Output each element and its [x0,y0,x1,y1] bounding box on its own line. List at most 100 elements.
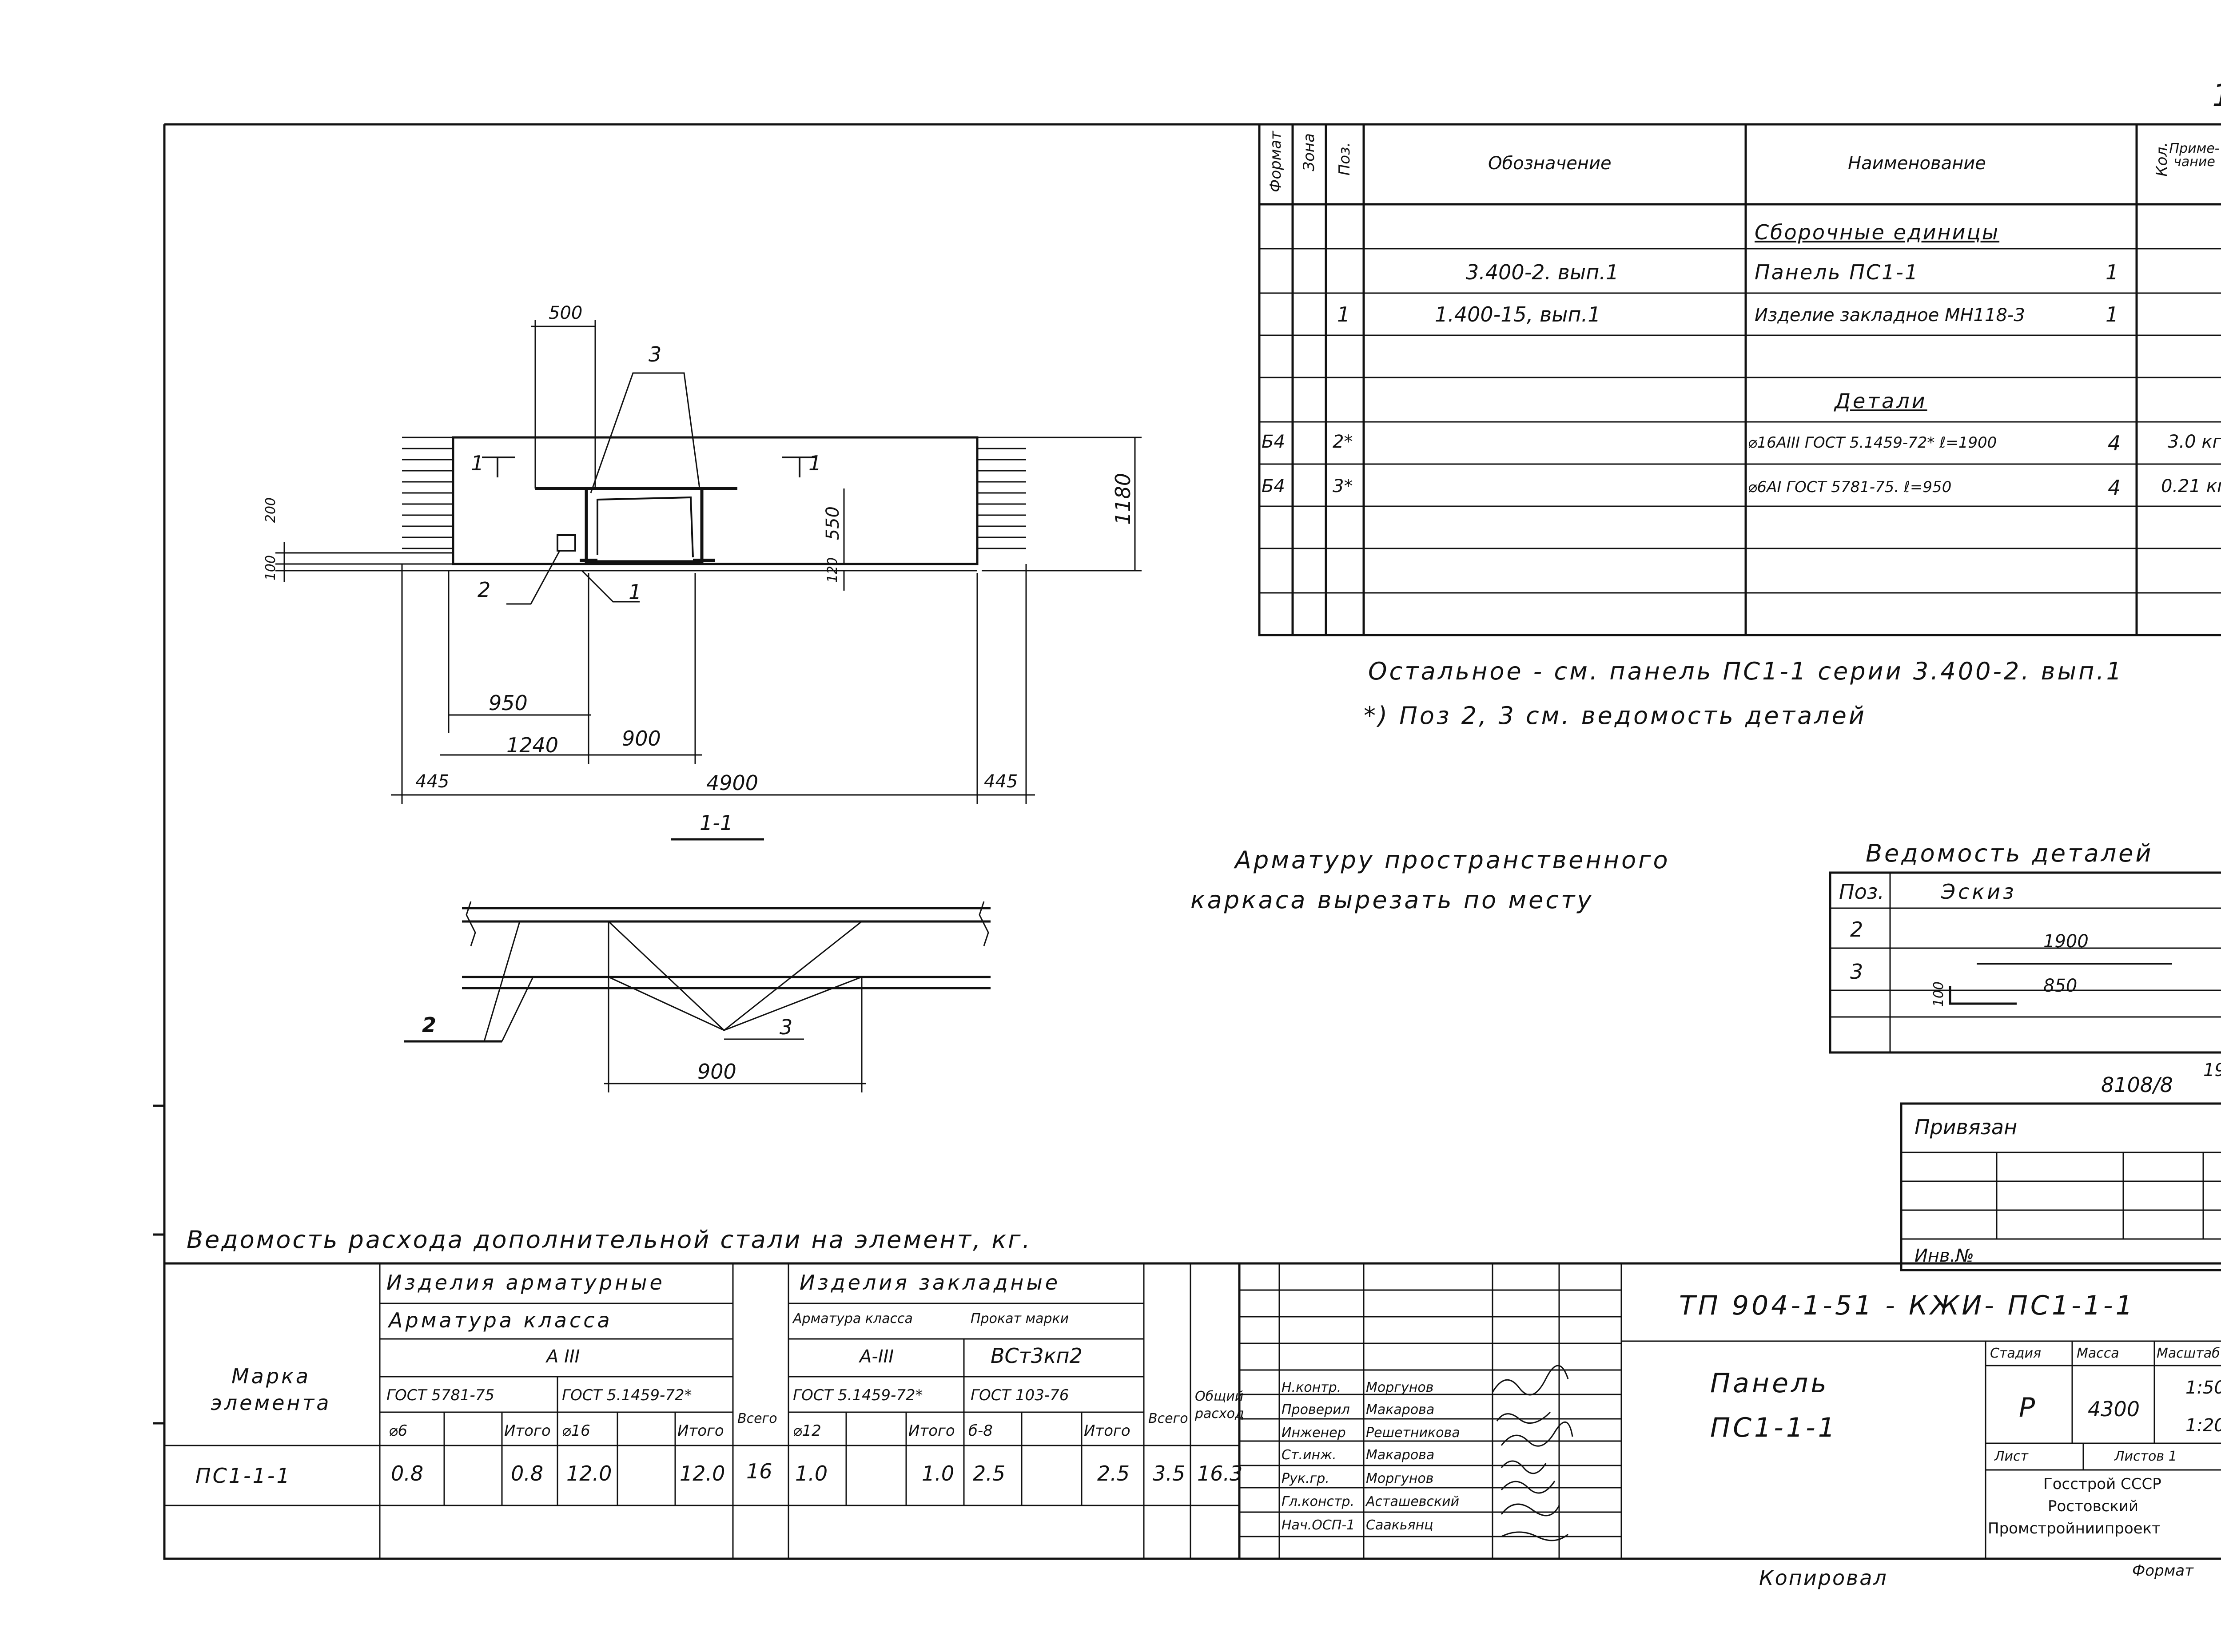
sheet-code-small: 19 [2203,1060,2221,1080]
page-number: 19 [2212,80,2221,111]
footer-copied: Копировал [1759,1566,1888,1590]
role-6: Гл.констр. [1282,1494,1355,1509]
spec-row-2-qty: 1 [2106,302,2119,326]
spec-detail-2-qty: 4 [2108,476,2121,500]
dim-900-plan: 900 [697,1060,736,1084]
role-3-name: Решетникова [1366,1425,1460,1441]
document-code: ТП 904-1-51 - КЖИ- ПС1-1-1 [1679,1290,2135,1321]
sheet-label: Лист [1994,1449,2029,1464]
steel-subcol-a12: ⌀12 [793,1422,821,1440]
spec-detail-1-format: Б4 [1262,432,1285,452]
dim-500: 500 [549,303,583,323]
stage-label: Стадия [1990,1346,2042,1361]
role-2: Проверил [1282,1402,1350,1418]
steel-row-mark: ПС1-1-1 [195,1464,291,1488]
dim-1240: 1240 [506,733,559,757]
spec-detail-2-pos: 3* [1333,476,1353,496]
dim-550: 550 [823,506,843,540]
spec-row-2-pos: 1 [1337,302,1350,326]
steel-row-a16: 12.0 [566,1461,612,1485]
steel-g1-class: А III [546,1346,580,1367]
spec-section-details: Детали [1835,389,1927,413]
section-mark-left: 1 [471,451,484,475]
spec-header-name: Наименование [1848,153,1986,174]
details-col-pos: Поз. [1839,880,1884,904]
details-row-3-hook: 100 [1931,981,1946,1007]
steel-g2-sub2: Прокат марки [971,1311,1069,1326]
role-4-name: Макарова [1366,1447,1435,1463]
role-7: Нач.ОСП-1 [1282,1517,1355,1533]
role-6-name: Асташевский [1366,1494,1460,1509]
steel-row-total2: 3.5 [1153,1461,1186,1485]
details-row-3-pos: 3 [1850,960,1863,984]
spec-detail-1-note: 3.0 кг [2168,432,2221,452]
dim-950: 950 [489,691,528,715]
dim-445-left: 445 [415,771,450,792]
steel-row-a12: 1.0 [795,1461,828,1485]
steel-row-a6: 0.8 [391,1461,424,1485]
details-row-2-pos: 2 [1850,917,1863,941]
role-7-name: Саакьянц [1366,1517,1433,1533]
cut-note-2: каркаса вырезать по месту [1190,886,1594,914]
callout-1: 1 [629,580,642,604]
details-row-3-length: 850 [2043,976,2078,996]
steel-row-itogo-4: 2.5 [1097,1461,1130,1485]
steel-g2-gost1: ГОСТ 5.1459-72* [793,1386,923,1404]
spec-detail-2-format: Б4 [1262,476,1285,496]
dim-445-right: 445 [984,771,1018,792]
steel-overall: Общий расход [1195,1389,1244,1422]
details-col-sketch: Эскиз [1941,880,2017,904]
steel-subcol-itogo-3: Итого [908,1422,955,1440]
dim-900: 900 [622,727,661,751]
scale-label: Масштаб [2157,1346,2220,1361]
steel-subcol-itogo-2: Итого [677,1422,724,1440]
role-4: Ст.инж. [1282,1447,1337,1463]
dim-100: 100 [263,555,279,581]
spec-header-format: Формат [1267,131,1285,192]
steel-g2-sub1: Арматура класса [793,1311,913,1326]
steel-row-itogo-2: 12.0 [680,1461,725,1485]
org-line-1: Госстрой СССР [2043,1475,2161,1493]
note-line-1: Остальное - см. панель ПС1-1 серии 3.400… [1368,657,2124,685]
note-line-2: *) Поз 2, 3 см. ведомость деталей [1364,702,1867,730]
callout-2-plan: 2 [422,1013,437,1037]
steel-row-itogo-1: 0.8 [511,1461,544,1485]
cut-note-1: Арматуру пространственного [1235,846,1670,874]
section-label: 1-1 [700,811,733,835]
steel-g1-gost2: ГОСТ 5.1459-72* [562,1386,692,1404]
role-2-name: Макарова [1366,1402,1435,1418]
spec-row-1-qty: 1 [2106,260,2119,284]
spec-detail-2-name: ⌀6АI ГОСТ 5781-75. ℓ=950 [1748,478,1952,496]
steel-total1: Всего [737,1411,777,1426]
role-5-name: Моргунов [1366,1471,1434,1486]
sheet-code: 8108/8 [2101,1073,2173,1097]
stage-value: Р [2019,1392,2038,1423]
spec-header-zone: Зона [1300,133,1318,171]
role-1-name: Моргунов [1366,1380,1434,1395]
spec-row-1-name: Панель ПС1-1 [1755,260,1919,284]
steel-total2: Всего [1148,1411,1188,1426]
steel-row-b8: 2.5 [973,1461,1006,1485]
steel-g1-sub: Арматура класса [389,1308,613,1332]
dim-120: 120 [825,557,840,583]
mass-value: 4300 [2088,1397,2140,1421]
spec-row-2-designation: 1.400-15, вып.1 [1435,302,1601,326]
steel-subcol-itogo-1: Итого [504,1422,551,1440]
dim-4900: 4900 [706,771,759,795]
spec-header-designation: Обозначение [1488,153,1612,174]
privyazan-inv: Инв.№ [1915,1246,1974,1266]
spec-detail-1-qty: 4 [2108,431,2121,455]
steel-g1-gost1: ГОСТ 5781-75 [386,1386,495,1404]
steel-subcol-itogo-4: Итого [1084,1422,1130,1440]
steel-g2-class: А-III [860,1346,894,1367]
role-5: Рук.гр. [1282,1471,1329,1486]
steel-row-overall: 16.3 [1197,1461,1243,1485]
steel-group2: Изделия закладные [800,1271,1061,1295]
scale-value-1: 1:50 [2185,1378,2221,1398]
callout-2: 2 [478,578,491,602]
spec-detail-1-pos: 2* [1333,432,1353,452]
section-mark-right: 1 [808,451,822,475]
org-line-2: Ростовский [2048,1497,2139,1515]
privyazan-title: Привязан [1915,1115,2018,1139]
steel-g2-gost2: ГОСТ 103-76 [971,1386,1069,1404]
